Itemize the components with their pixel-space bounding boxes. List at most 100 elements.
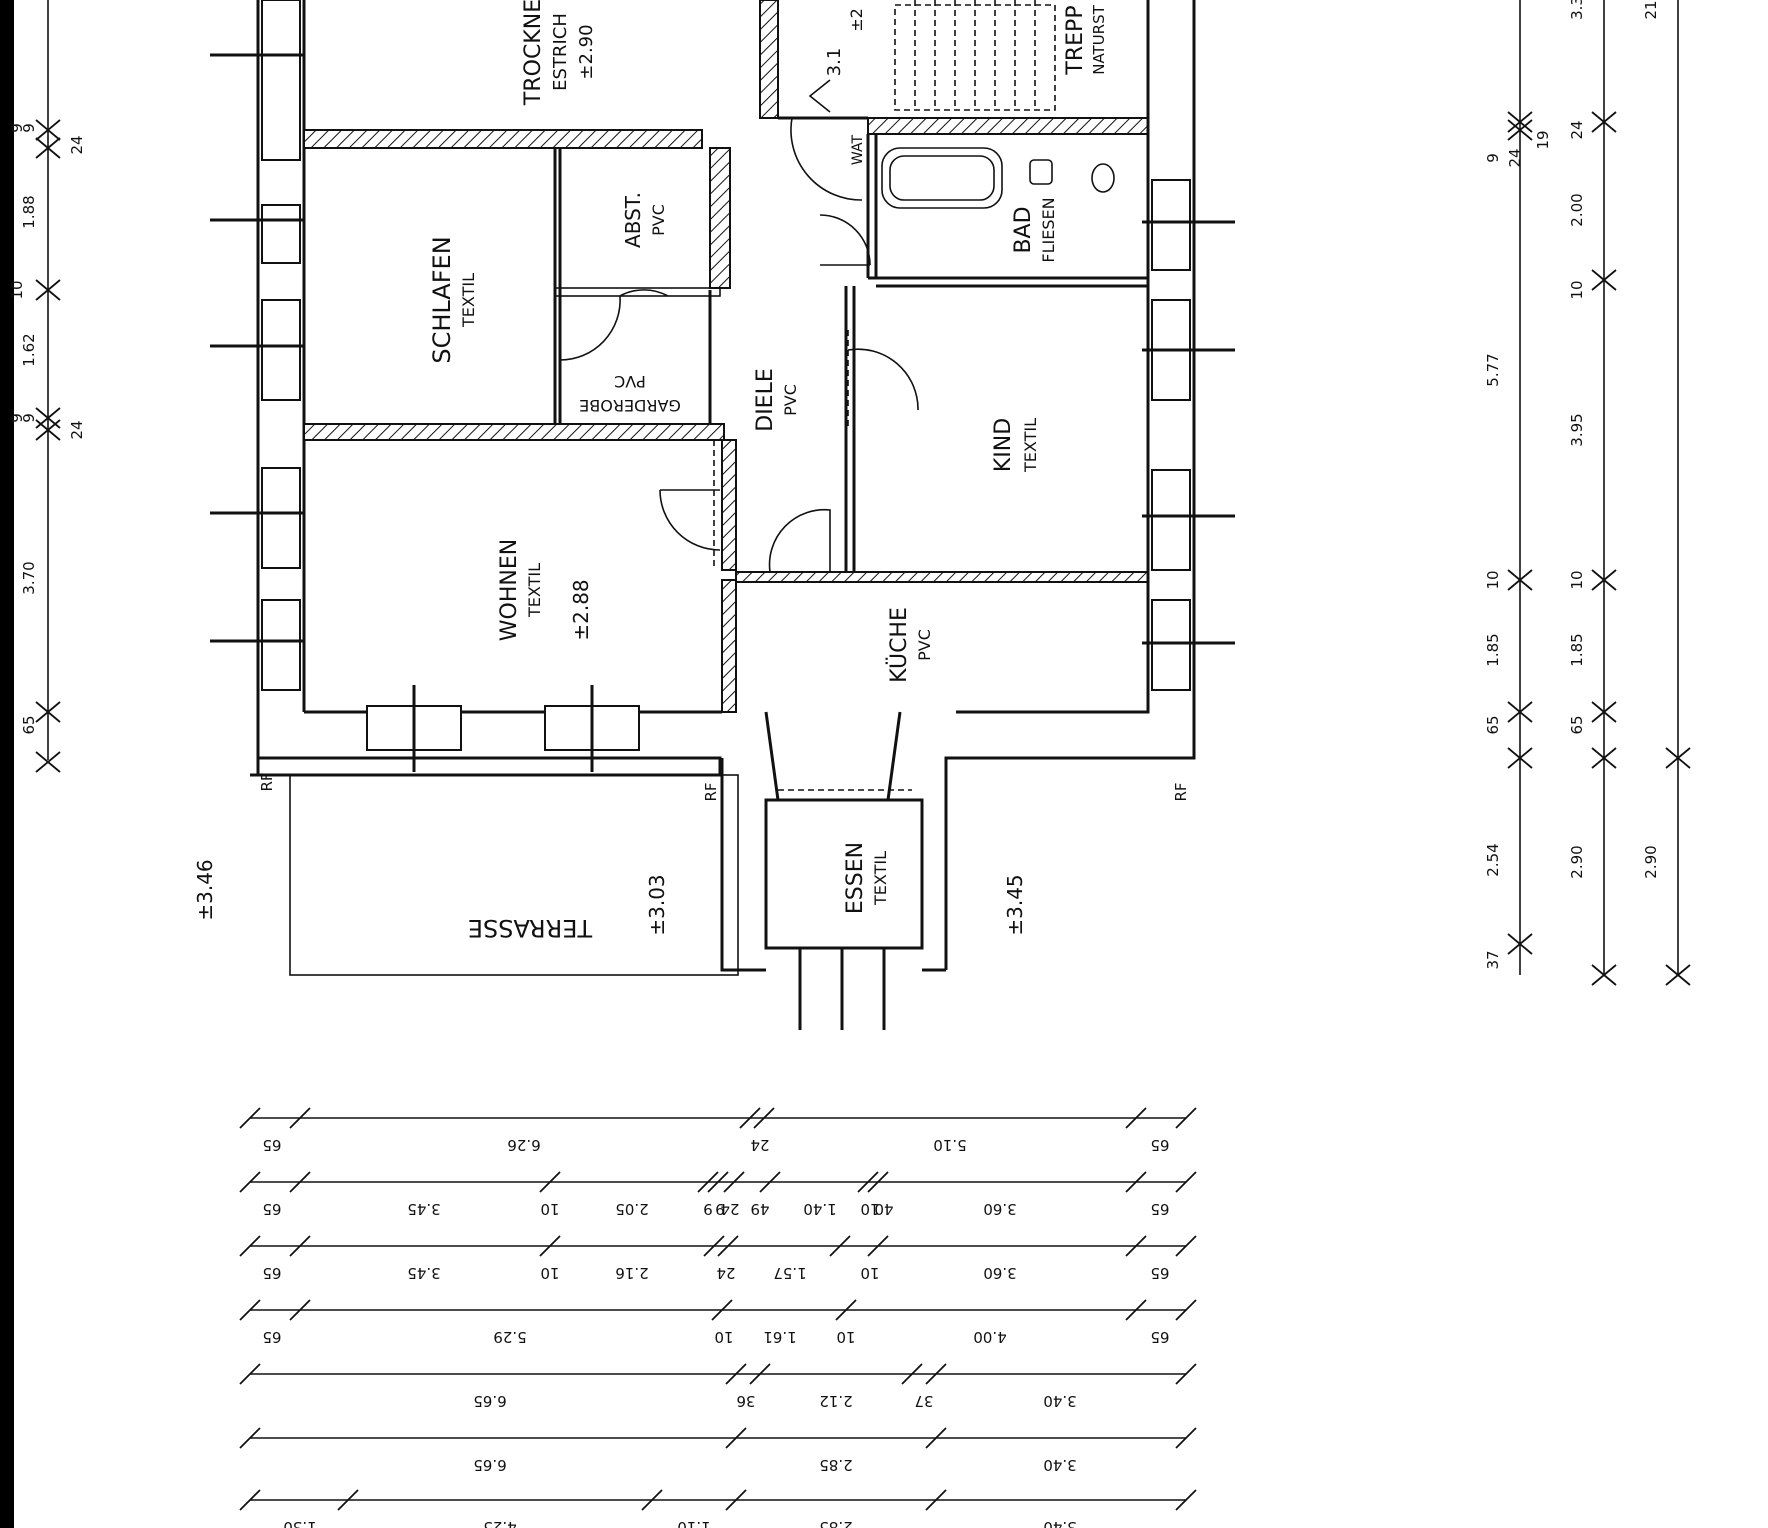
right-dim-col2-label: 3.3 xyxy=(1568,0,1586,20)
bottom-dim-label: 9 xyxy=(703,1200,713,1218)
dimension-tick xyxy=(725,1489,747,1511)
dimension-tick xyxy=(759,1171,781,1193)
stair-mark: 3.1 xyxy=(824,48,845,77)
stair xyxy=(808,0,1056,113)
bottom-dim-label: 5.10 xyxy=(933,1136,966,1154)
rf-mark-2: RF xyxy=(702,782,720,801)
room-garderobe-name: GARDEROBE xyxy=(579,396,681,415)
dimension-tick xyxy=(725,1427,747,1449)
bottom-dim-label: 2.85 xyxy=(819,1518,852,1528)
room-terrasse-name: TERRASSE xyxy=(468,914,593,942)
bottom-dim-label: 9 xyxy=(715,1200,725,1218)
left-dim-label: 3.70 xyxy=(20,561,38,594)
bottom-dim-label: 40 xyxy=(874,1200,893,1218)
bottom-dim-label: 4.25 xyxy=(483,1518,516,1528)
dimension-tick xyxy=(1591,747,1617,769)
dimension-tick xyxy=(239,1107,261,1129)
dimension-tick xyxy=(1175,1171,1197,1193)
room-abst-floor: PVC xyxy=(649,204,668,236)
dimension-tick xyxy=(703,1235,725,1257)
bottom-dim-label: 65 xyxy=(262,1264,281,1282)
left-dim-label: 10 xyxy=(8,280,26,299)
dimension-tick xyxy=(1175,1427,1197,1449)
left-dim-label: 24 xyxy=(68,135,86,154)
floor-plan xyxy=(250,0,1196,1030)
dimension-tick xyxy=(35,407,61,429)
dimension-tick xyxy=(857,1171,879,1193)
dimension-tick xyxy=(1175,1489,1197,1511)
left-dim-label: 9 xyxy=(8,413,26,423)
bottom-dim-label: 1.57 xyxy=(773,1264,806,1282)
bottom-dim-label: 1.40 xyxy=(803,1200,836,1218)
room-treppe-name: TREPP xyxy=(1063,5,1088,75)
dimension-tick xyxy=(1175,1299,1197,1321)
left-dim-label: 24 xyxy=(68,420,86,439)
dimension-tick xyxy=(753,1107,775,1129)
bottom-dim-label: 10 xyxy=(540,1264,559,1282)
dimension-tick xyxy=(697,1171,719,1193)
right-dim-col1-label: 2.54 xyxy=(1484,843,1502,876)
dimension-tick xyxy=(867,1171,889,1193)
wall-schlafen-wohnen xyxy=(303,423,725,441)
wall-trocknen-schlafen xyxy=(303,129,703,149)
right-dim-col1-label: 10 xyxy=(1484,570,1502,589)
bottom-dim-label: 3.60 xyxy=(983,1264,1016,1282)
dimension-tick xyxy=(289,1235,311,1257)
right-dim-col2-label: 1.85 xyxy=(1568,633,1586,666)
right-dim-col2-label: 3.95 xyxy=(1568,413,1586,446)
right-dim-col2-label: 65 xyxy=(1568,715,1586,734)
bottom-dim-label: 2.05 xyxy=(615,1200,648,1218)
dimension-tick xyxy=(1507,111,1533,133)
bottom-dim-label: 10 xyxy=(860,1264,879,1282)
dimension-tick xyxy=(711,1299,733,1321)
dimension-tick xyxy=(337,1489,359,1511)
bottom-dim-label: 1.61 xyxy=(763,1328,796,1346)
dimension-tick xyxy=(723,1171,745,1193)
room-schlafen-name: SCHLAFEN xyxy=(428,236,456,363)
left-dim-label: 1.88 xyxy=(20,195,38,228)
dimension-tick xyxy=(901,1363,923,1385)
dimension-tick xyxy=(641,1489,663,1511)
dimension-tick xyxy=(1591,964,1617,986)
dimension-tick xyxy=(829,1235,851,1257)
bottom-dim-label: 24 xyxy=(716,1264,735,1282)
room-trocknen-floor: ESTRICH xyxy=(550,13,571,91)
dimension-tick xyxy=(749,1363,771,1385)
bottom-dim-label: 3.40 xyxy=(1043,1392,1076,1410)
bottom-dim-label: 2.12 xyxy=(819,1392,852,1410)
room-bad-name: BAD xyxy=(1011,206,1036,253)
bottom-dim-label: 37 xyxy=(914,1392,933,1410)
room-essen-floor: TEXTIL xyxy=(871,851,890,906)
right-dim-col2-label: 2.00 xyxy=(1568,193,1586,226)
dimension-tick xyxy=(539,1235,561,1257)
bottom-dim-label: 65 xyxy=(262,1136,281,1154)
terrace-outline xyxy=(289,774,739,976)
dimension-tick xyxy=(1591,569,1617,591)
left-dim-label: 1.62 xyxy=(20,333,38,366)
dimension-tick xyxy=(239,1171,261,1193)
bottom-dim-label: 65 xyxy=(1150,1328,1169,1346)
dimension-tick xyxy=(1507,119,1533,141)
dimension-tick xyxy=(717,1235,739,1257)
left-dim-label: 65 xyxy=(20,715,38,734)
dimension-tick xyxy=(925,1489,947,1511)
outdoor-level-left: ±3.46 xyxy=(193,859,217,920)
right-dim-col1-label: 24 xyxy=(1506,148,1524,167)
dimension-tick xyxy=(539,1171,561,1193)
dimension-tick xyxy=(1507,701,1533,723)
rf-mark-3: RF xyxy=(1172,782,1190,801)
bottom-dim-label: 3.45 xyxy=(407,1264,440,1282)
bottom-dim-label: 6.26 xyxy=(507,1136,540,1154)
dimension-tick xyxy=(289,1299,311,1321)
dimension-tick xyxy=(35,137,61,159)
dimension-tick xyxy=(35,419,61,441)
dimension-tick xyxy=(239,1363,261,1385)
dimension-tick xyxy=(289,1171,311,1193)
right-dim-col2-label: 10 xyxy=(1568,570,1586,589)
bottom-dim-label: 10 xyxy=(540,1200,559,1218)
wall-stair-diele xyxy=(759,0,779,119)
room-wohnen-name: WOHNEN xyxy=(497,539,522,641)
right-dim-col1-label: 1.85 xyxy=(1484,633,1502,666)
left-dim-label: 9 xyxy=(20,123,38,133)
